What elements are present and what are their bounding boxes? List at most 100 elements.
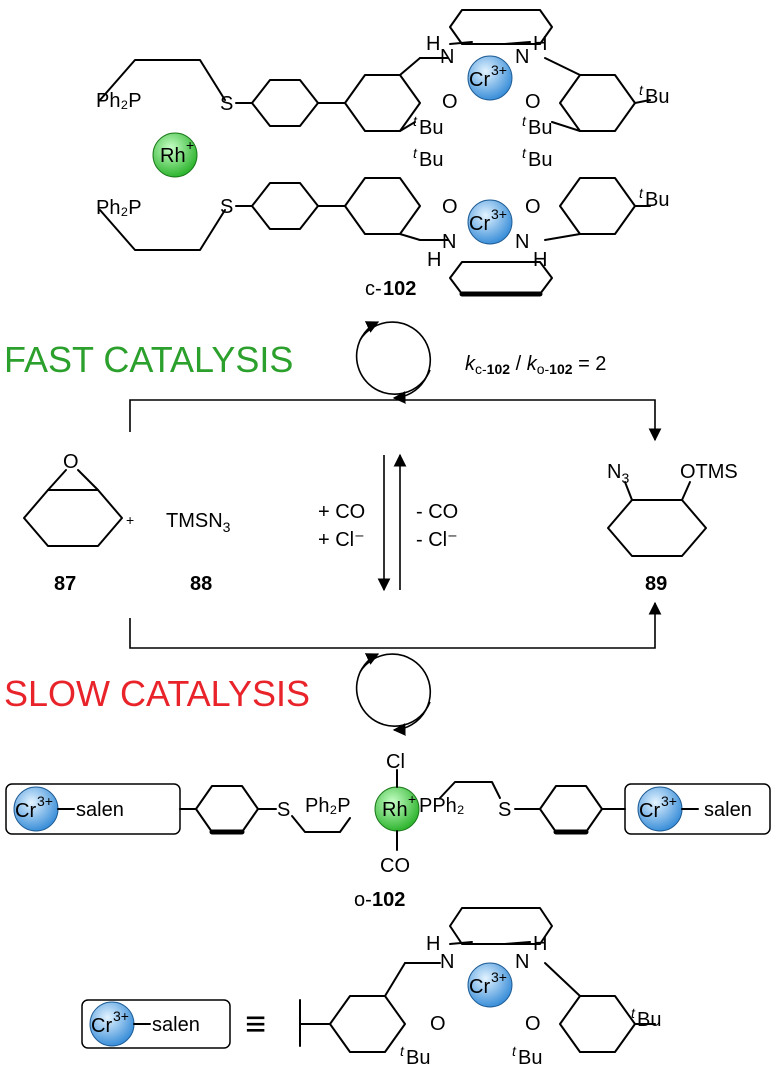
aryl-ring-legend-right [559,995,636,1053]
cr-charge-closed-bottom: 3+ [491,206,507,222]
legend-n-left: N [440,951,454,973]
aryl-ring-legend-left [329,995,406,1053]
h-label-upper-left: H [426,33,440,55]
svg-text:t: t [413,145,418,161]
salen-label-right: salen [704,799,752,821]
compound-label-88: 88 [190,573,212,595]
aryl-ring-lower-right [559,177,636,235]
svg-text:Cr: Cr [639,800,660,822]
svg-text:3+: 3+ [113,1008,129,1024]
legend-h-left: H [426,933,440,955]
equivalence-sign: ≡ [245,1003,266,1044]
svg-text:3+: 3+ [37,793,53,809]
svg-text:Cr: Cr [469,976,490,998]
svg-text:Bu: Bu [637,1009,661,1031]
open-complex: Cr 3+ salen S Ph₂P Rh + Cl CO PPh₂ S Cr … [5,751,771,911]
otms-label: OTMS [680,461,738,483]
svg-text:kc-102 / ko-102 = 2: kc-102 / ko-102 = 2 [465,353,606,377]
legend-n-right: N [515,951,529,973]
n-label-upper-right: N [515,46,529,68]
forward-condition-co: + CO [318,501,365,523]
cyclohexane-ring-legend [449,907,553,945]
legend-cr-salen: Cr 3+ salen ≡ Cr 3+ H H N N O O t Bu t B… [81,907,661,1069]
legend-box [81,999,231,1049]
svg-text:Bu: Bu [419,149,443,171]
tbu-label-2: t Bu [413,113,443,139]
plus-sign: + [126,512,134,528]
svg-text:o-: o- [354,889,372,911]
upper-salen-ligand [99,57,651,132]
cyclohexane-ring-top [449,9,553,45]
svg-text:t: t [512,1043,517,1059]
rh-label-closed: Rh [160,145,186,167]
cr-label-closed-top: Cr [469,69,490,91]
legend-o-right: O [525,1013,541,1035]
aryl-ring-lower-left [344,177,421,235]
epoxide-o-label: O [63,451,79,473]
svg-text:t: t [522,113,527,129]
slow-catalysis-label: SLOW CATALYSIS [4,673,310,714]
compound-label-87: 87 [54,573,76,595]
tbu-label-6: t Bu [639,185,669,211]
svg-text:3+: 3+ [491,969,507,985]
svg-text:t: t [631,1005,636,1021]
o-label-lower-left: O [442,196,458,218]
ph2p-left-label: Ph₂P [305,795,351,817]
legend-tbu-left: t Bu [400,1043,430,1069]
svg-text:t: t [639,185,644,201]
ph2p-top-label: Ph₂P [96,90,142,112]
s-bottom-label: S [220,196,233,218]
svg-text:Bu: Bu [406,1047,430,1069]
rh-charge-closed: + [186,137,194,153]
svg-text:t: t [522,145,527,161]
ph2p-bottom-label: Ph₂P [96,197,142,219]
svg-text:Bu: Bu [518,1047,542,1069]
svg-text:102: 102 [372,889,405,911]
aryl-ring-upper-right [559,74,636,132]
phenyl-ring-open-left [195,785,259,833]
legend-h-right: H [533,933,547,955]
equilibrium-arrows: + CO + Cl⁻ - CO - Cl⁻ [318,453,458,592]
svg-text:102: 102 [383,278,416,300]
product-89: N3 OTMS 89 [607,461,738,595]
svg-text:Rh: Rh [382,799,408,821]
epoxide-87: O 87 [23,451,123,595]
s-left-label: S [277,799,290,821]
reverse-condition-cl: - Cl⁻ [416,529,458,551]
catalytic-cycle-slow [355,653,432,736]
cl-top-label: Cl [386,751,405,773]
rh-center-closed [152,132,198,178]
phenyl-ring-upper [251,79,319,127]
tmsn3-88: TMSN3 88 [166,510,231,595]
svg-text:3+: 3+ [661,793,677,809]
closed-complex: Rh + Cr 3+ Cr 3+ Ph₂P Ph₂P S S O O O O N… [96,9,669,300]
svg-text:Bu: Bu [419,117,443,139]
catalytic-cycle-fast [355,321,432,404]
cr-salen-box-right [624,783,771,835]
lower-salen-ligand [99,177,651,251]
cr-center-closed-top [467,55,513,101]
svg-text:Bu: Bu [645,189,669,211]
pph2-right-label: PPh₂ [419,795,465,817]
legend-tbu-right: t Bu [631,1005,661,1031]
compound-label-o102: o- 102 [354,889,405,911]
n-label-lower-right: N [515,231,529,253]
slow-path-arrow [129,601,662,649]
salen-label-legend: salen [152,1014,200,1036]
forward-condition-cl: + Cl⁻ [318,529,365,551]
s-top-label: S [220,93,233,115]
stereo-wedge-top-left [449,41,473,45]
svg-text:c-: c- [365,278,382,300]
cr-center-legend-structure [467,962,513,1008]
rate-ratio: kc-102 / ko-102 = 2 [465,353,606,377]
cr-charge-closed-top: 3+ [491,62,507,78]
compound-label-89: 89 [645,573,667,595]
svg-text:TMSN3: TMSN3 [166,510,231,535]
o-label-upper-left: O [442,91,458,113]
cr-label-closed-bottom: Cr [469,213,490,235]
legend-tbu-mid: t Bu [512,1043,542,1069]
o-label-lower-right: O [525,196,541,218]
tbu-label-1: t Bu [639,82,669,108]
svg-text:t: t [639,82,644,98]
